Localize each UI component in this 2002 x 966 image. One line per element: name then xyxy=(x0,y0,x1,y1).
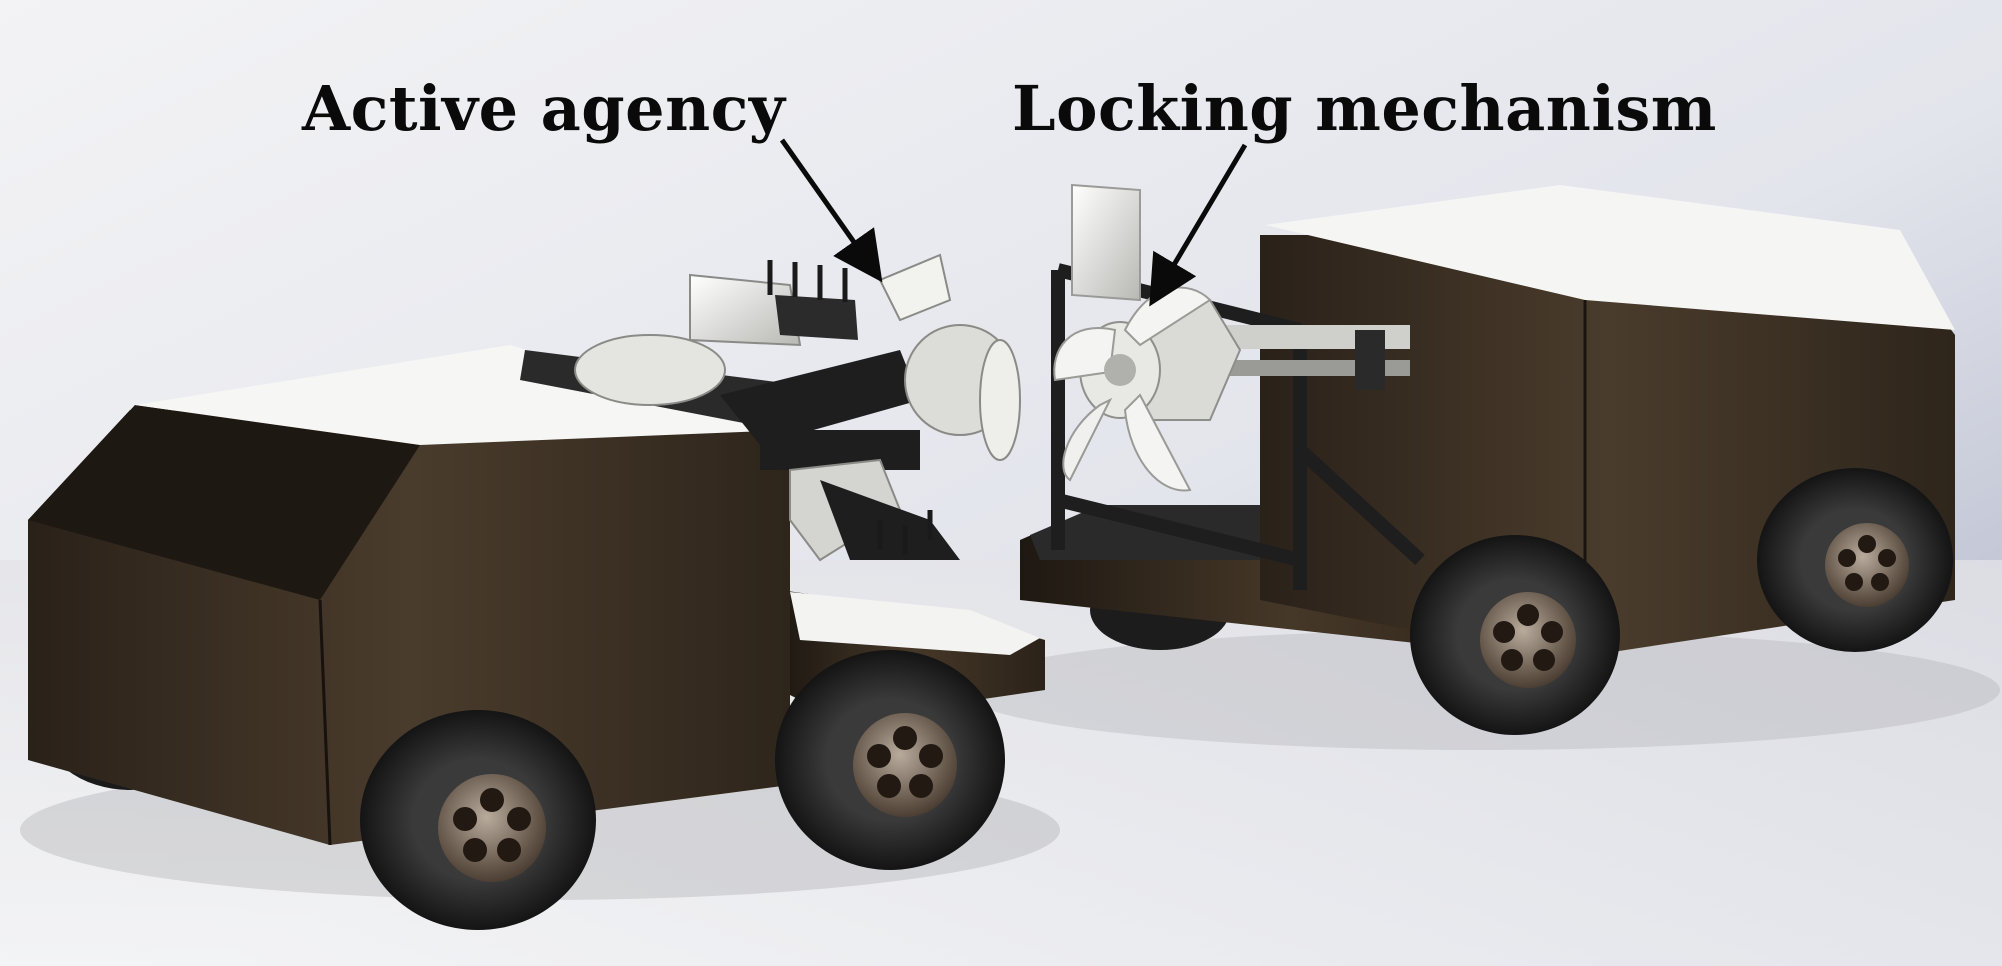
left-vehicle-rear-wheel xyxy=(360,710,596,930)
left-vehicle-roof xyxy=(135,345,790,445)
right-vehicle-roof xyxy=(1265,185,1955,330)
right-vehicle xyxy=(1020,183,1955,735)
locking-mechanism-arrow xyxy=(1149,143,1248,307)
left-vehicle-edge xyxy=(318,599,332,846)
left-vehicle xyxy=(28,253,1045,930)
left-vehicle-front-face xyxy=(28,405,420,600)
active-agency-label: Active agency xyxy=(302,72,786,145)
locking-mechanism-label: Locking mechanism xyxy=(1012,72,1717,145)
right-vehicle-rear-wheel xyxy=(1757,468,1953,652)
left-vehicle-front-wheel xyxy=(775,650,1005,870)
right-vehicle-front-wheel xyxy=(1410,535,1620,735)
active-agency-arrow xyxy=(779,138,883,283)
active-agency-mechanism xyxy=(520,253,1021,562)
left-vehicle-tray-top xyxy=(790,592,1040,655)
